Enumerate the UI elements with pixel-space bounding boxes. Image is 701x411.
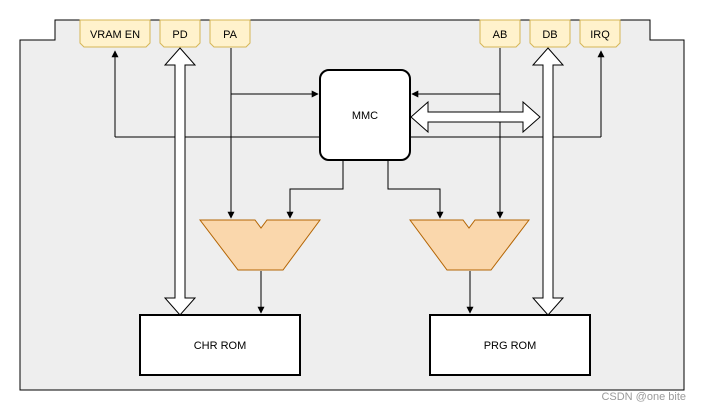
chr-mux [198, 219, 321, 271]
pin-irq-label: IRQ [590, 29, 610, 41]
pin-ab-label: AB [493, 29, 508, 41]
pin-vram-en-label: VRAM EN [90, 29, 140, 41]
bus-mmc-db [410, 100, 541, 134]
chr-rom-label: CHR ROM [194, 340, 247, 352]
mmc-label: MMC [352, 110, 378, 122]
chr-rom-block [139, 314, 301, 376]
pin-db-label: DB [542, 29, 557, 41]
pin-vram-en: VRAM EN [79, 19, 151, 48]
pin-pa: PA [209, 19, 251, 48]
mmc-block [319, 69, 411, 161]
pin-pd-label: PD [172, 29, 187, 41]
prg-rom-block [429, 314, 591, 376]
prg-rom-label: PRG ROM [484, 340, 537, 352]
pin-pd: PD [159, 19, 201, 48]
pin-pa-label: PA [223, 29, 238, 41]
line-mmc-to-prg-mux [387, 160, 444, 219]
prg-mux [409, 219, 531, 271]
pin-irq: IRQ [579, 19, 621, 48]
line-mmc-to-chr-mux [286, 160, 344, 219]
pin-ab: AB [479, 19, 521, 48]
watermark: CSDN @one bite [601, 391, 686, 403]
pin-db: DB [529, 19, 571, 48]
